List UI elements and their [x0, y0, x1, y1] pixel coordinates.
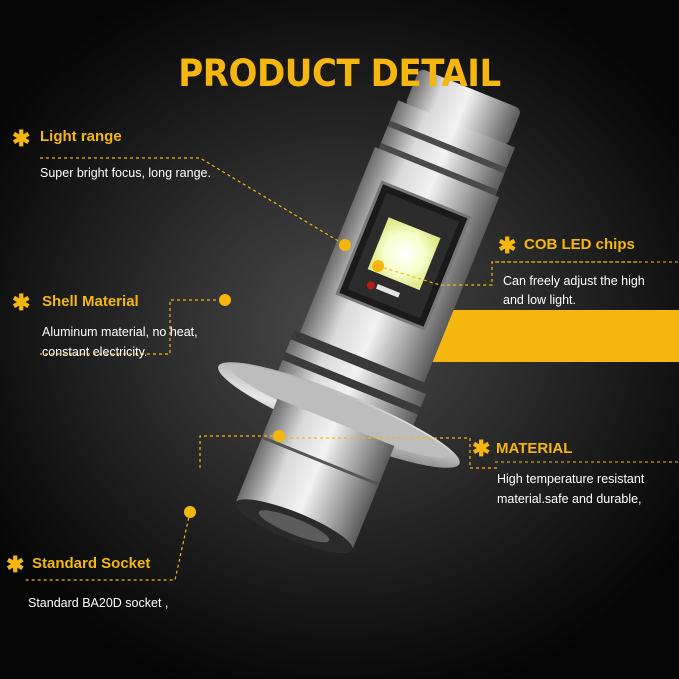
feature-desc-material-1: High temperature resistant: [497, 472, 645, 486]
callout-dots: [184, 239, 384, 518]
asterisk-icon: ✱: [12, 290, 31, 315]
feature-desc-light-range: Super bright focus, long range.: [40, 166, 211, 180]
feature-title-shell-material: Shell Material: [42, 293, 139, 310]
feature-desc-shell-material-2: constant electricity.: [42, 345, 148, 359]
feature-desc-cob-led-chips-2: and low light.: [503, 293, 576, 307]
asterisk-icon: ✱: [6, 552, 25, 577]
feature-title-cob-led-chips: COB LED chips: [524, 236, 635, 253]
feature-desc-material-2: material.safe and durable,: [497, 492, 642, 506]
asterisk-icon: ✱: [498, 233, 517, 258]
asterisk-icon: ✱: [12, 126, 31, 151]
callout-lines: [25, 157, 640, 581]
asterisk-icon: ✱: [472, 436, 491, 461]
feature-desc-standard-socket: Standard BA20D socket ,: [28, 596, 169, 610]
feature-title-standard-socket: Standard Socket: [32, 555, 151, 572]
page-title: PRODUCT DETAIL: [178, 52, 501, 95]
feature-desc-cob-led-chips-1: Can freely adjust the high: [503, 274, 645, 288]
feature-title-material: MATERIAL: [496, 440, 573, 457]
feature-desc-shell-material-1: Aluminum material, no heat,: [42, 325, 198, 339]
feature-title-light-range: Light range: [40, 128, 122, 145]
